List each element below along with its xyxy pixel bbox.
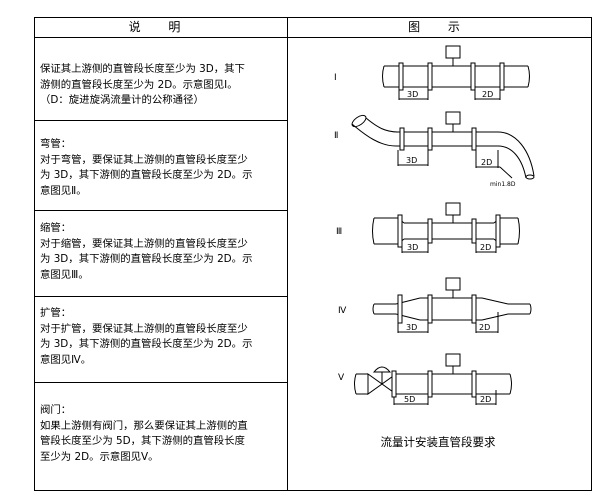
downstream-dimension: 2D xyxy=(481,158,492,167)
diagram-expander: Ⅳ 3D 2D xyxy=(338,277,532,333)
row-title: 弯管： xyxy=(40,138,72,150)
row-expander: 扩管： 对于扩管，要保证其上游侧的直管段长度至少 为 3D，其下游侧的直管段长度… xyxy=(40,306,284,368)
diagram-label: Ⅳ xyxy=(338,306,347,316)
row-line: 对于扩管，要保证其上游侧的直管段长度至少 xyxy=(40,322,248,335)
diagram-straight: Ⅰ 3D 2D xyxy=(334,45,530,100)
row-divider-3 xyxy=(34,296,287,297)
row-line: （D：旋进旋涡流量计的公称通径） xyxy=(40,94,204,106)
diagram-bend: Ⅱ 3D 2D min1.8D xyxy=(334,111,535,188)
diagram-label: Ⅴ xyxy=(338,373,345,383)
row-title: 阀门： xyxy=(40,404,72,416)
bend-radius-note: min1.8D xyxy=(490,181,516,188)
row-line: 为 3D，其下游侧的直管段长度至少为 2D。示 xyxy=(40,253,253,265)
row-line: 如果上游侧有阀门，那么要保证其上游侧的直 xyxy=(40,419,248,432)
row-line: 意图见Ⅳ。 xyxy=(40,353,92,366)
diagram-reducer: Ⅲ 3D 2D xyxy=(336,202,520,253)
row-line: 管段长度至少为 5D，其下游侧的直管段长度 xyxy=(40,435,245,447)
upstream-dimension: 3D xyxy=(406,156,417,165)
row-line: 对于缩管，要保证其上游侧的直管段长度至少 xyxy=(40,237,248,250)
diagram-label: Ⅲ xyxy=(336,227,342,237)
header-description: 说 明 xyxy=(128,20,193,34)
row-divider-2 xyxy=(34,210,287,211)
row-line: 为 3D，其下游侧的直管段长度至少为 2D。示 xyxy=(40,338,253,350)
header-diagram: 图 示 xyxy=(408,20,472,34)
diagram-caption: 流量计安装直管段要求 xyxy=(380,435,496,449)
downstream-dimension: 2D xyxy=(480,395,491,404)
upstream-dimension: 3D xyxy=(407,243,418,252)
row-line: 意图见Ⅱ。 xyxy=(40,184,87,197)
row-divider-1 xyxy=(34,120,287,121)
row-divider-4 xyxy=(34,382,287,383)
row-line: 对于弯管，要保证其上游侧的直管段长度至少 xyxy=(40,153,248,166)
row-line: 意图见Ⅲ。 xyxy=(40,268,89,281)
diagram-label: Ⅰ xyxy=(334,73,337,83)
upstream-dimension: 3D xyxy=(407,90,418,99)
header-divider xyxy=(34,37,592,38)
downstream-dimension: 2D xyxy=(479,323,490,332)
row-line: 至少为 2D。示意图见Ⅴ。 xyxy=(40,450,159,463)
row-line: 游侧的直管段长度至少为 2D。示意图见Ⅰ。 xyxy=(40,78,238,91)
upstream-dimension: 5D xyxy=(404,395,415,404)
upstream-dimension: 3D xyxy=(406,323,417,332)
diagram-valve: Ⅴ 5D 2D xyxy=(338,353,512,405)
row-line: 保证其上游侧的直管段长度至少为 3D，其下 xyxy=(40,63,245,75)
diagram-label: Ⅱ xyxy=(334,131,338,141)
row-valve: 阀门： 如果上游侧有阀门，那么要保证其上游侧的直 管段长度至少为 5D，其下游侧… xyxy=(40,403,284,465)
row-reducer: 缩管： 对于缩管，要保证其上游侧的直管段长度至少 为 3D，其下游侧的直管段长度… xyxy=(40,221,284,283)
column-divider xyxy=(287,17,288,491)
requirements-table xyxy=(34,17,592,491)
row-line: 为 3D，其下游侧的直管段长度至少为 2D。示 xyxy=(40,169,253,181)
row-title: 缩管： xyxy=(40,222,72,234)
row-title: 扩管： xyxy=(40,307,72,319)
row-bend: 弯管： 对于弯管，要保证其上游侧的直管段长度至少 为 3D，其下游侧的直管段长度… xyxy=(40,137,284,199)
row-straight: 保证其上游侧的直管段长度至少为 3D，其下 游侧的直管段长度至少为 2D。示意图… xyxy=(40,62,284,109)
downstream-dimension: 2D xyxy=(482,90,493,99)
downstream-dimension: 2D xyxy=(480,243,491,252)
